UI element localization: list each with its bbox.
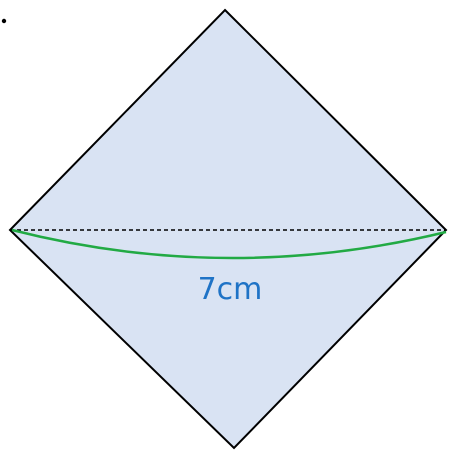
bullet-dot: [1, 18, 7, 24]
dimension-curve: [11, 228, 447, 260]
dimension-label: 7cm: [198, 272, 263, 307]
rotated-square: [8, 8, 448, 450]
